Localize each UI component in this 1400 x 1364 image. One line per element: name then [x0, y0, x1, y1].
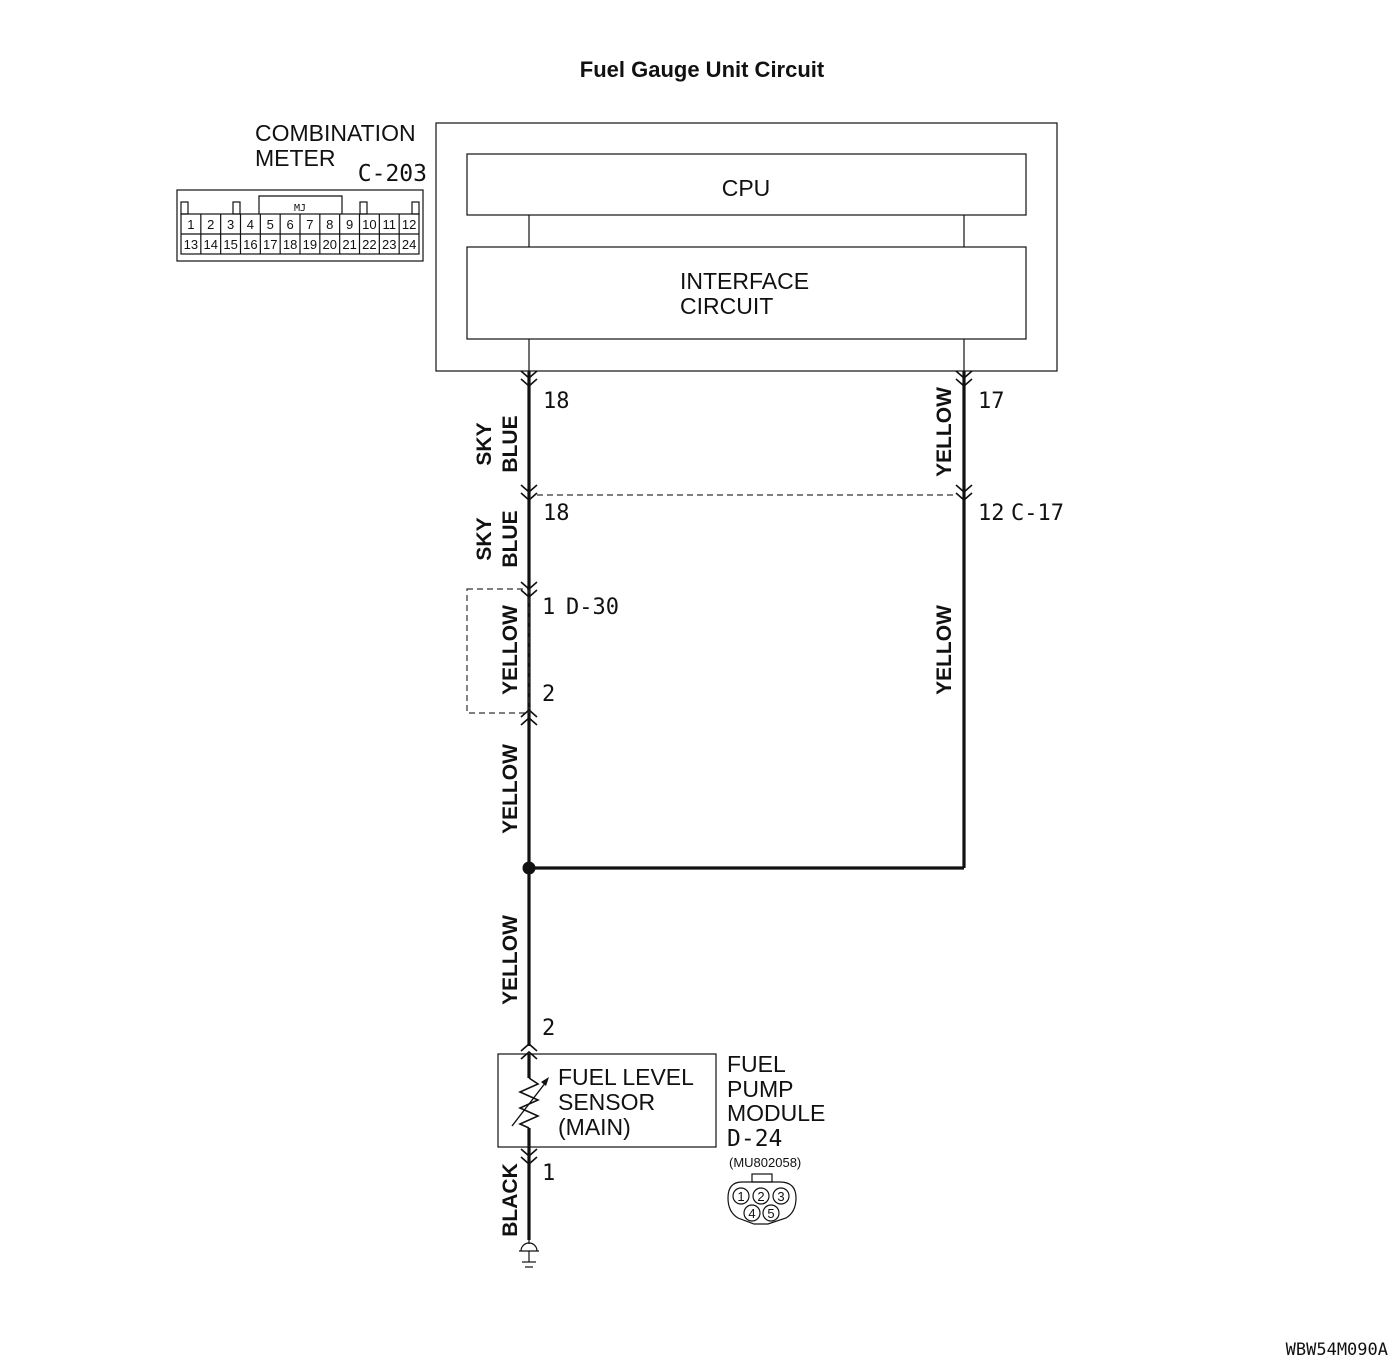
- fuel-level-sensor-box: [497, 1053, 717, 1148]
- meter-name-line1: COMBINATION: [255, 120, 416, 146]
- terminal-chevron: [955, 378, 973, 388]
- interface-label-line2: CIRCUIT: [680, 293, 773, 319]
- meter-pin-4: 4: [247, 217, 254, 232]
- wire-color-left-lower: YELLOW: [499, 744, 522, 834]
- d30-connector-outline: [466, 588, 530, 714]
- module-label-line1: FUEL: [727, 1051, 786, 1077]
- meter-pin-1: 1: [187, 217, 194, 232]
- pin-joint-18: 18: [543, 501, 570, 526]
- wire-color-left-upper-2: BLUE: [499, 415, 522, 472]
- pin-sensor-2: 2: [542, 1016, 555, 1041]
- sensor-label-line3: (MAIN): [558, 1114, 631, 1140]
- meter-connector-code: MJ: [294, 203, 306, 214]
- module-label-line2: PUMP: [727, 1076, 793, 1102]
- module-connector-id: D-24: [727, 1126, 782, 1152]
- module-pin-4: 4: [748, 1206, 755, 1221]
- meter-connector-id: C-203: [358, 161, 427, 187]
- meter-pin-13: 13: [184, 237, 198, 252]
- splice-point: [522, 861, 536, 875]
- meter-pin-7: 7: [306, 217, 313, 232]
- meter-pin-16: 16: [243, 237, 257, 252]
- meter-pin-11: 11: [383, 217, 397, 232]
- pin-d30-1: 1: [542, 595, 555, 620]
- terminal-chevron: [520, 1050, 538, 1060]
- pin-meter-18: 18: [543, 389, 570, 414]
- pin-sensor-1: 1: [542, 1161, 555, 1186]
- meter-name-line2: METER: [255, 145, 336, 171]
- d30-connector-id: D-30: [566, 595, 619, 620]
- interface-circuit-box: [466, 246, 1027, 340]
- sensor-label-line1: FUEL LEVEL: [558, 1064, 694, 1090]
- interface-label-line1: INTERFACE: [680, 268, 809, 294]
- module-pin-1: 1: [737, 1189, 744, 1204]
- meter-pin-2: 2: [207, 217, 214, 232]
- terminal-chevron: [520, 370, 538, 380]
- meter-pin-17: 17: [263, 237, 277, 252]
- meter-pin-18: 18: [283, 237, 297, 252]
- terminal-chevron: [520, 708, 538, 718]
- meter-pin-22: 22: [362, 237, 376, 252]
- terminal-chevron: [520, 589, 538, 599]
- meter-pin-20: 20: [323, 237, 337, 252]
- ground-icon: [519, 1240, 539, 1268]
- meter-pin-19: 19: [303, 237, 317, 252]
- terminal-chevron: [520, 1042, 538, 1052]
- pin-joint-12: 12: [978, 501, 1005, 526]
- terminal-chevron: [520, 484, 538, 494]
- wire-color-left-upper-1: SKY: [473, 422, 496, 465]
- meter-pin-5: 5: [267, 217, 274, 232]
- terminal-chevron: [955, 484, 973, 494]
- terminal-chevron: [520, 1156, 538, 1166]
- pin-d30-2: 2: [542, 682, 555, 707]
- meter-pin-8: 8: [326, 217, 333, 232]
- joint-connector-id: C-17: [1011, 501, 1064, 526]
- terminal-chevron: [520, 1148, 538, 1158]
- meter-pin-23: 23: [382, 237, 396, 252]
- connector-terminals: [520, 370, 973, 1166]
- wire-color-ground: BLACK: [499, 1163, 522, 1237]
- combination-meter-box: [435, 122, 1058, 372]
- combination-meter-label: COMBINATION METER C-203: [255, 120, 427, 187]
- meter-pin-15: 15: [223, 237, 237, 252]
- module-pin-3: 3: [777, 1189, 784, 1204]
- wire-color-right-upper: YELLOW: [933, 387, 956, 477]
- meter-pin-21: 21: [342, 237, 356, 252]
- meter-pin-3: 3: [227, 217, 234, 232]
- figure-code: WBW54M090A: [1286, 1340, 1388, 1360]
- meter-pin-9: 9: [346, 217, 353, 232]
- terminal-chevron: [955, 370, 973, 380]
- sensor-label-line2: SENSOR: [558, 1089, 655, 1115]
- module-pin-5: 5: [767, 1206, 774, 1221]
- cpu-label: CPU: [722, 175, 771, 201]
- wire-color-left-d30: YELLOW: [499, 605, 522, 695]
- terminal-chevron: [520, 581, 538, 591]
- variable-resistor-icon: [511, 1077, 549, 1129]
- wire-color-left-middle-2: BLUE: [499, 510, 522, 567]
- module-connector-face: 1 2 3 4 5: [727, 1173, 797, 1225]
- meter-pin-24: 24: [402, 237, 416, 252]
- meter-pin-14: 14: [204, 237, 218, 252]
- module-pin-2: 2: [757, 1189, 764, 1204]
- module-part-number: (MU802058): [729, 1155, 801, 1170]
- pin-meter-17: 17: [978, 389, 1005, 414]
- meter-pin-12: 12: [402, 217, 416, 232]
- wire-color-left-bottom: YELLOW: [499, 915, 522, 1005]
- meter-pin-10: 10: [362, 217, 376, 232]
- diagram-title: Fuel Gauge Unit Circuit: [580, 57, 825, 82]
- cpu-box: [466, 153, 1027, 216]
- terminal-chevron: [955, 492, 973, 502]
- meter-pin-6: 6: [286, 217, 293, 232]
- wire-color-left-middle-1: SKY: [473, 517, 496, 560]
- terminal-chevron: [520, 716, 538, 726]
- module-label-line3: MODULE: [727, 1100, 825, 1126]
- wire-color-right-lower: YELLOW: [933, 605, 956, 695]
- terminal-chevron: [520, 378, 538, 388]
- terminal-chevron: [520, 492, 538, 502]
